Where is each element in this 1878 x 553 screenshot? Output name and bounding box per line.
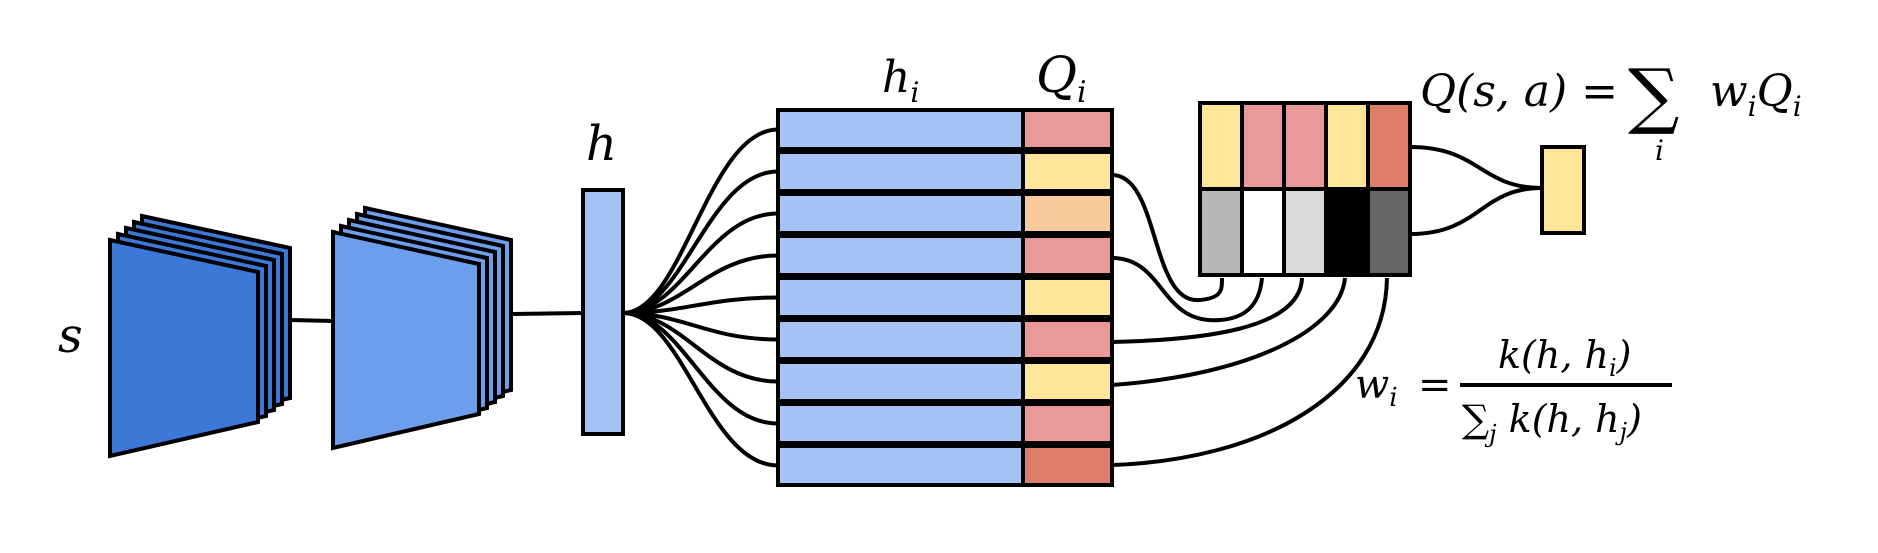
- memory-table: [776, 108, 1114, 487]
- embedding-vector: [581, 188, 625, 436]
- neighbor-weight-cell: [1324, 187, 1370, 277]
- svg-text:Q(s, a) =: Q(s, a) =: [1420, 66, 1618, 117]
- memory-value-cell: [1021, 150, 1114, 193]
- neighbor-q-cell: [1282, 101, 1328, 191]
- memory-key-cell: [776, 444, 1025, 487]
- conv2-to-embedding-wire: [511, 311, 584, 316]
- embedding-label: h: [586, 116, 617, 172]
- neighbor-weight-cell: [1282, 187, 1328, 277]
- memory-key-cell: [776, 276, 1025, 319]
- memory-key-cell: [776, 318, 1025, 361]
- output-wire-bottom: [1409, 186, 1543, 236]
- svg-text:=: =: [1418, 362, 1452, 408]
- fan-wire: [622, 311, 779, 426]
- embedding-to-memory-wires: [622, 127, 779, 468]
- neighbor-q-cell: [1366, 101, 1412, 191]
- conv1-to-conv2-wire: [289, 318, 334, 323]
- neighbor-weight-cell: [1366, 187, 1412, 277]
- svg-text:wiQi: wiQi: [1710, 66, 1802, 123]
- neighbor-weight-cell: [1240, 187, 1286, 277]
- neighbor-q-cell: [1240, 101, 1286, 191]
- memory-key-cell: [776, 360, 1025, 403]
- memory-key-cell: [776, 402, 1025, 445]
- memory-value-cell: [1021, 276, 1114, 319]
- memory-values-label: Qi: [1036, 46, 1087, 110]
- memory-value-cell: [1021, 444, 1114, 487]
- svg-text:∑j k(h, hj): ∑j k(h, hj): [1462, 397, 1642, 448]
- memory-value-cell: [1021, 402, 1114, 445]
- lookup-wires: [1111, 173, 1389, 467]
- fan-wire: [622, 311, 779, 468]
- output-wire-top: [1409, 145, 1543, 190]
- svg-text:i: i: [1655, 134, 1664, 167]
- memory-value-cell: [1021, 360, 1114, 403]
- svg-text:k(h, hi): k(h, hi): [1498, 333, 1631, 382]
- output-q-value: [1540, 145, 1586, 235]
- neighbor-q-cell: [1324, 101, 1370, 191]
- conv-layer-2: [331, 205, 513, 451]
- conv-layer-1: [108, 213, 292, 459]
- fan-wire: [622, 127, 779, 315]
- memory-key-cell: [776, 108, 1025, 151]
- conv1-feature-map: [108, 237, 260, 459]
- weight-equation: wi = k(h, hi) ∑j k(h, hj): [1355, 333, 1672, 448]
- q-value-equation: Q(s, a) = ∑ i wiQi: [1420, 53, 1802, 167]
- memory-key-cell: [776, 234, 1025, 277]
- memory-value-cell: [1021, 234, 1114, 277]
- memory-key-cell: [776, 192, 1025, 235]
- fan-wire: [622, 169, 779, 315]
- svg-text:∑: ∑: [1628, 53, 1679, 137]
- memory-key-cell: [776, 150, 1025, 193]
- neighbor-q-cell: [1198, 101, 1244, 191]
- svg-text:wi: wi: [1355, 362, 1398, 413]
- memory-value-cell: [1021, 192, 1114, 235]
- input-state-label: s: [58, 308, 83, 364]
- nearest-neighbor-block: [1198, 101, 1412, 277]
- memory-keys-label: hi: [882, 52, 919, 109]
- conv2-feature-map: [331, 229, 481, 451]
- memory-value-cell: [1021, 108, 1114, 151]
- memory-value-cell: [1021, 318, 1114, 361]
- neighbor-weight-cell: [1198, 187, 1244, 277]
